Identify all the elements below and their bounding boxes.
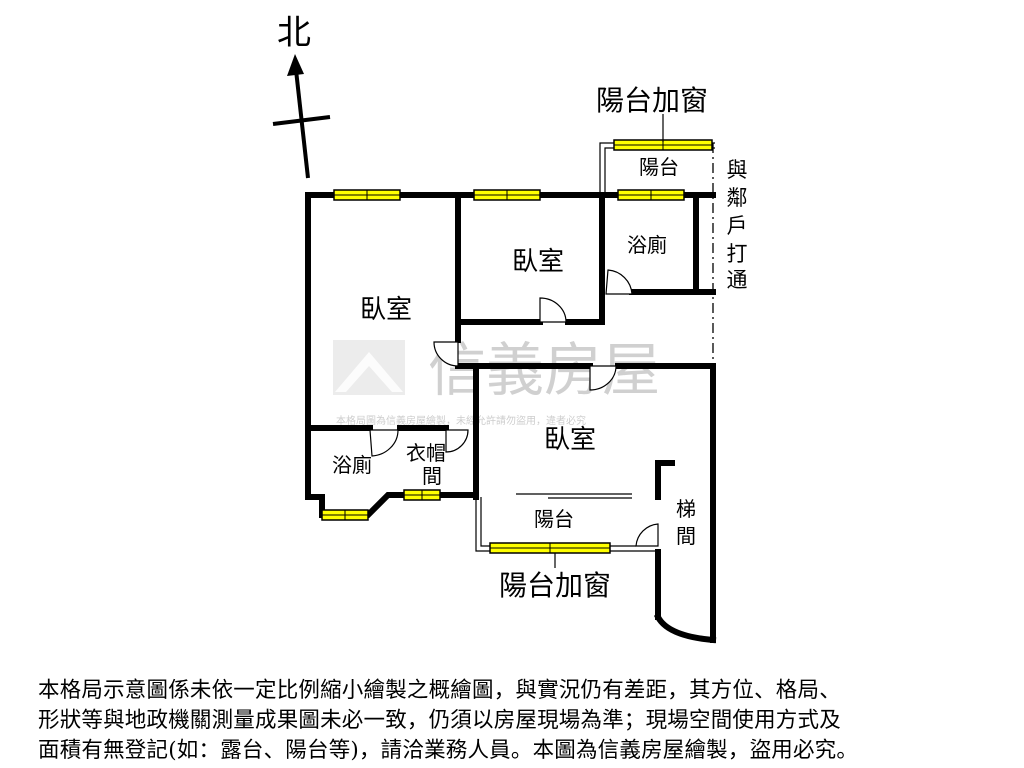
window bbox=[473, 189, 541, 201]
window bbox=[403, 489, 441, 501]
room-label-bedroom-center: 臥室 bbox=[544, 425, 596, 455]
svg-text:戶: 戶 bbox=[727, 214, 748, 238]
window bbox=[617, 189, 685, 201]
room-label-bedroom-mid: 臥室 bbox=[512, 247, 564, 277]
disclaimer-line: 本格局示意圖係未依一定比例縮小繪製之概繪圖，與實況仍有差距，其方位、格局、 bbox=[38, 678, 841, 703]
door bbox=[539, 297, 567, 323]
room-label-bedroom-large: 臥室 bbox=[360, 295, 412, 325]
door bbox=[589, 365, 617, 391]
north-label: 北 bbox=[277, 13, 311, 53]
disclaimer-line: 面積有無登記(如：露台、陽台等)，請洽業務人員。本圖為信義房屋繪製，盜用必究。 bbox=[38, 738, 859, 763]
windows bbox=[321, 139, 713, 554]
room-label-stairs-line1: 梯 bbox=[676, 497, 696, 521]
annotation-neighbor-connect: 與 鄰 戶 打 通 bbox=[727, 158, 748, 292]
room-label-balcony-upper: 陽台 bbox=[639, 155, 679, 179]
compass: 北 bbox=[272, 13, 331, 179]
window bbox=[321, 509, 369, 521]
north-arrow-shaft bbox=[294, 69, 310, 179]
svg-text:通: 通 bbox=[727, 268, 748, 292]
window bbox=[489, 542, 611, 554]
disclaimer-line: 形狀等與地政機關測量成果圖未必一致，仍須以房屋現場為準；現場空間使用方式及 bbox=[38, 708, 841, 733]
door bbox=[433, 341, 459, 367]
room-label-stairs-line2: 間 bbox=[676, 524, 696, 548]
room-label-balcony-lower: 陽台 bbox=[534, 507, 574, 531]
svg-text:與: 與 bbox=[727, 158, 748, 182]
floor-plan: 北 信義房屋 本格局圖為信義房屋繪製，未經允許請勿盜用，違者必究 bbox=[272, 13, 748, 644]
room-label-closet-line2: 間 bbox=[422, 464, 442, 488]
annotation-balcony-window-bottom: 陽台加窗 bbox=[499, 569, 611, 602]
room-label-bath-upper: 浴廁 bbox=[627, 233, 667, 257]
svg-text:打: 打 bbox=[727, 242, 748, 266]
svg-text:鄰: 鄰 bbox=[727, 186, 748, 210]
watermark-brand: 信義房屋 bbox=[428, 338, 660, 403]
room-label-closet-line1: 衣帽 bbox=[406, 441, 446, 465]
watermark: 信義房屋 本格局圖為信義房屋繪製，未經允許請勿盜用，違者必究 bbox=[333, 338, 660, 427]
door bbox=[369, 429, 399, 457]
north-arrow-icon bbox=[287, 54, 304, 76]
disclaimer: 本格局示意圖係未依一定比例縮小繪製之概繪圖，與實況仍有差距，其方位、格局、 形狀… bbox=[38, 676, 998, 766]
room-labels: 臥室 臥室 臥室 浴廁 浴廁 衣帽 間 陽台 陽台 梯 間 bbox=[332, 155, 696, 548]
door bbox=[605, 269, 633, 295]
window bbox=[333, 189, 401, 201]
room-label-bath-lower: 浴廁 bbox=[332, 453, 372, 477]
annotation-balcony-window-top: 陽台加窗 bbox=[596, 84, 708, 117]
door bbox=[445, 429, 469, 453]
door bbox=[635, 523, 659, 547]
compass-crossbar bbox=[272, 115, 331, 126]
watermark-notice: 本格局圖為信義房屋繪製，未經允許請勿盜用，違者必究 bbox=[336, 414, 586, 427]
annotations: 陽台加窗 陽台加窗 與 鄰 戶 打 通 bbox=[499, 84, 748, 602]
doors bbox=[369, 269, 659, 547]
